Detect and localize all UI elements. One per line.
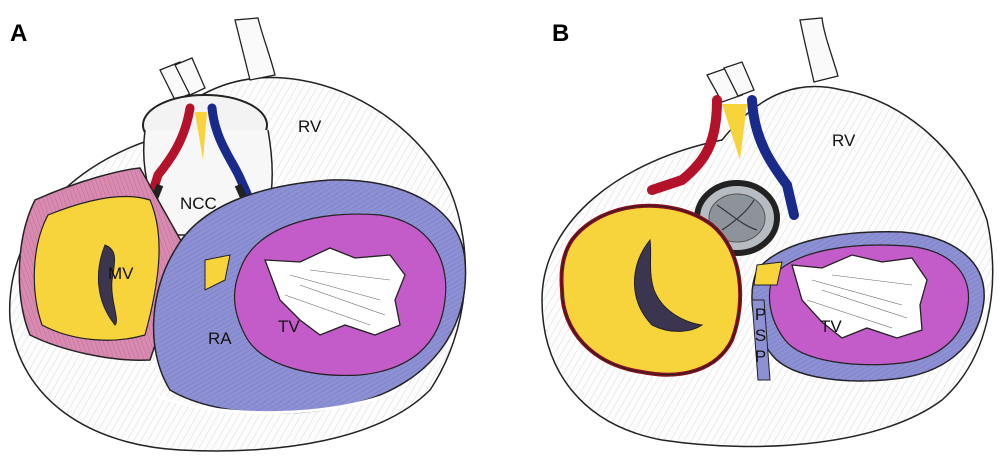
- label-psp: PSP: [752, 305, 769, 368]
- panel-a: A: [0, 0, 502, 459]
- label-rv-b: RV: [832, 132, 855, 149]
- panel-b-illustration: [502, 0, 1004, 459]
- vessel-stump-right: [235, 18, 275, 80]
- panel-b: B: [502, 0, 1004, 459]
- label-ra: RA: [208, 330, 232, 347]
- mitral-valve: [34, 196, 159, 340]
- label-mv: MV: [108, 265, 134, 282]
- label-ncc: NCC: [180, 195, 217, 212]
- panel-a-illustration: [0, 0, 502, 459]
- label-tv-a: TV: [278, 318, 300, 335]
- label-rv-a: RV: [298, 118, 321, 135]
- label-tv-b: TV: [820, 318, 842, 335]
